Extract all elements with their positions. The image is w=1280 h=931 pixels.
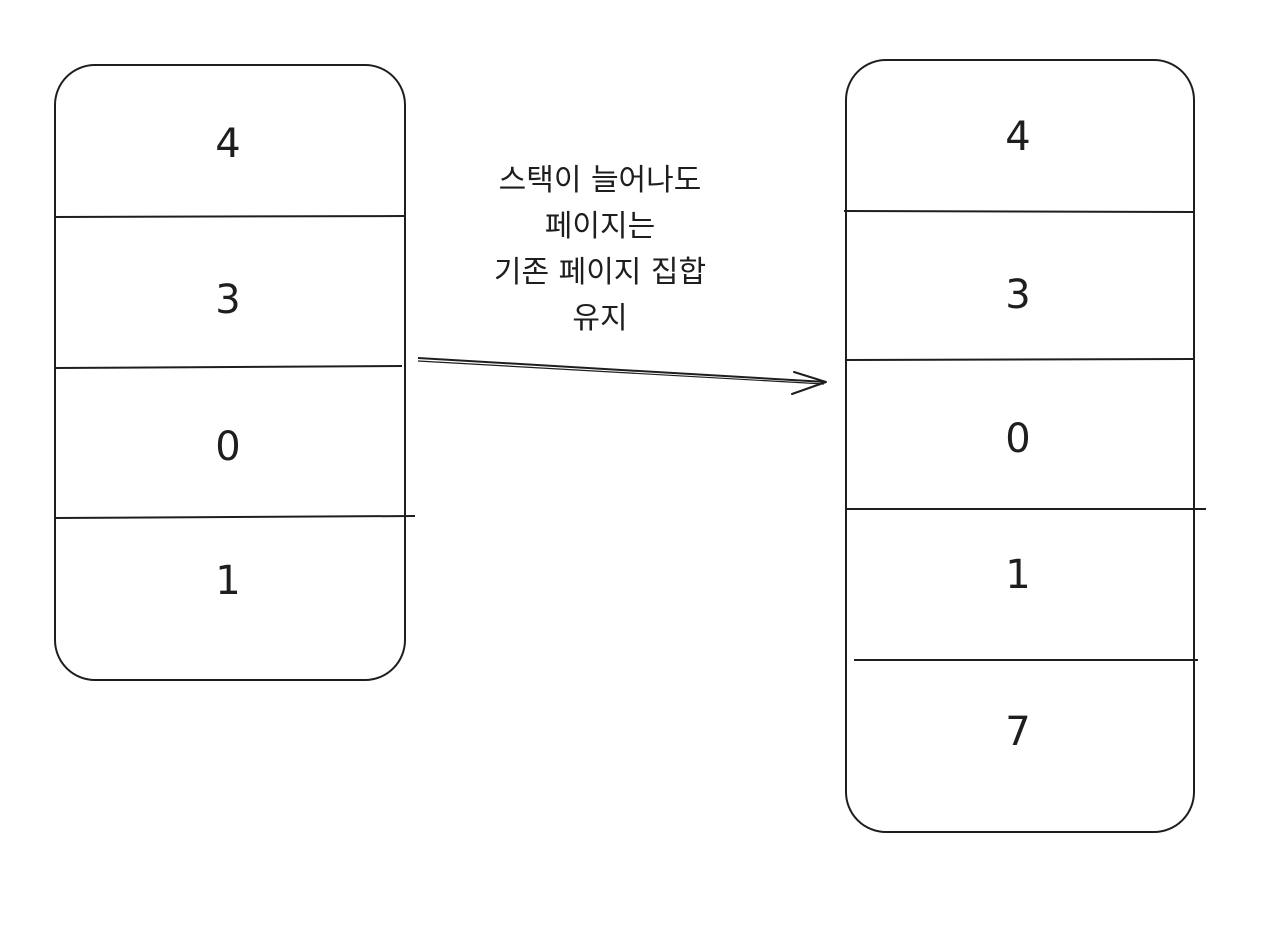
left-stack-frame <box>54 64 406 681</box>
left-cell-label: 0 <box>215 424 240 470</box>
annotation-line: 스택이 늘어나도 <box>498 163 702 198</box>
right-stack-divider <box>845 358 1195 361</box>
right-stack-divider <box>843 210 1195 213</box>
annotation-line: 기존 페이지 집합 <box>493 255 707 290</box>
annotation-line: 유지 <box>572 301 628 336</box>
left-cell-label: 3 <box>215 277 240 323</box>
left-cell-label: 4 <box>215 121 240 167</box>
left-cell-label: 1 <box>215 558 240 604</box>
right-cell-label: 3 <box>1005 272 1030 318</box>
arrow-head <box>791 371 827 395</box>
transition-arrow <box>417 357 827 395</box>
transition-annotation: 스택이 늘어나도 페이지는 기존 페이지 집합 유지 <box>420 158 780 342</box>
annotation-line: 페이지는 <box>544 209 656 244</box>
right-cell-label: 4 <box>1005 114 1030 160</box>
right-cell-label: 0 <box>1005 416 1030 462</box>
right-stack: 4 3 0 1 7 <box>843 59 1206 833</box>
right-stack-frame <box>845 59 1195 833</box>
left-stack-divider <box>54 515 416 519</box>
left-stack: 4 3 0 1 <box>54 64 416 681</box>
right-cell-label: 1 <box>1005 552 1030 598</box>
left-stack-divider <box>54 215 406 218</box>
right-cell-label: 7 <box>1005 709 1030 755</box>
left-stack-divider <box>54 365 403 369</box>
